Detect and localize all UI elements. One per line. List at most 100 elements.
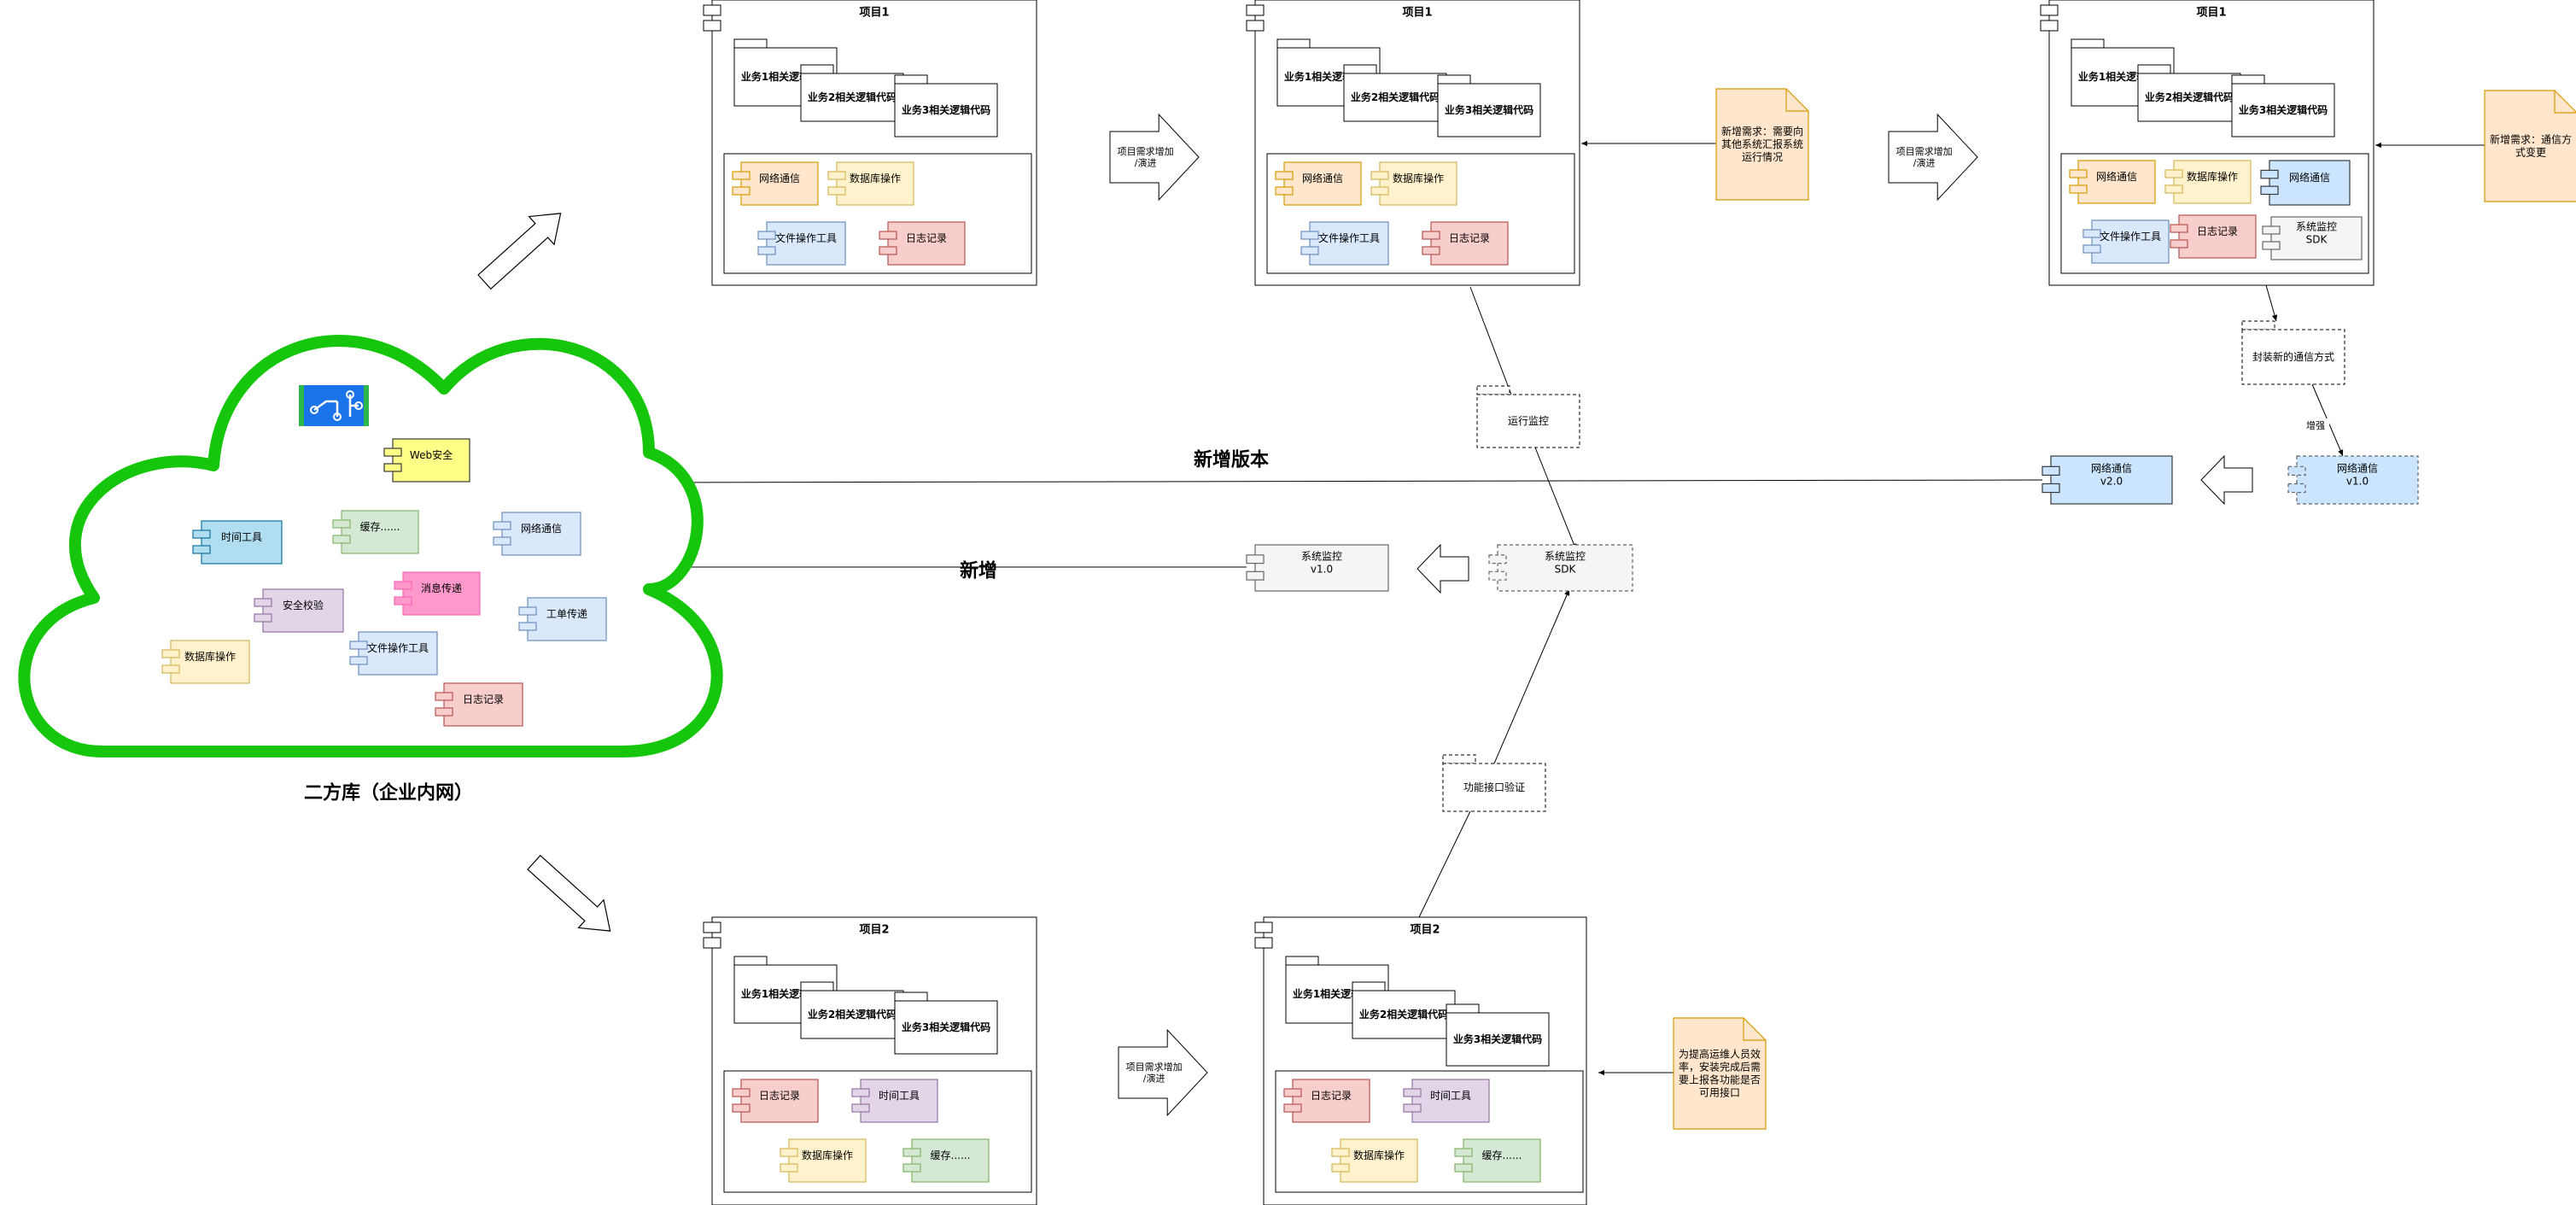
req-arrow-1: 项目需求增加/演进 <box>1109 113 1200 202</box>
cloud-network-body <box>501 512 581 556</box>
p2a-db-port-icon <box>780 1148 798 1157</box>
cloud-time-tool-label: 时间工具 <box>221 531 262 543</box>
project2-stage-b-biz2-body <box>1352 990 1456 1039</box>
cloud-network: 网络通信 <box>493 512 581 556</box>
module-monitor-sdk-body <box>1497 544 1633 592</box>
p2b-log-label: 日志记录 <box>1311 1090 1352 1102</box>
cloud-web-security-port-icon <box>383 463 402 472</box>
project1-stage-c-title: 项目1 <box>2196 7 2226 20</box>
project1-stage-a-biz1-tab <box>733 38 768 49</box>
cloud-log: 日志记录 <box>435 682 523 727</box>
p1a-log-label: 日志记录 <box>906 232 947 244</box>
p1b-file-body <box>1309 221 1389 266</box>
p2b-time-label: 时间工具 <box>1430 1090 1471 1102</box>
cloud-security-check-label: 安全校验 <box>283 599 324 611</box>
project2-stage-a-biz3-body <box>894 1000 998 1055</box>
project1-stage-b-title: 项目1 <box>1402 7 1432 20</box>
p2a-log-label: 日志记录 <box>759 1090 800 1102</box>
req-arrow-1-label: 项目需求增加/演进 <box>1118 145 1174 169</box>
p1b-db-port-icon <box>1370 171 1389 180</box>
p1b-log-port-icon <box>1422 246 1440 255</box>
project1-stage-b-biz2-body <box>1343 73 1447 122</box>
cloud-security-check-body <box>262 588 344 633</box>
p1c-log-label: 日志记录 <box>2197 225 2238 237</box>
p2b-cache: 缓存...... <box>1454 1138 1541 1183</box>
pkg-function-verify-tab <box>1442 754 1476 764</box>
p1a-file-port-icon <box>757 246 776 255</box>
p1c-log-body <box>2178 214 2257 259</box>
p1a-db-port-icon <box>827 171 846 180</box>
cloud-log-port-icon <box>435 707 453 717</box>
project1-stage-c-biz3-body <box>2231 83 2335 137</box>
project1-stage-c-biz3-label: 业务3相关逻辑代码 <box>2239 103 2328 116</box>
cloud-ticket-port-icon <box>518 606 537 616</box>
cloud-security-check-port-icon <box>254 613 272 623</box>
project1-stage-b-biz2: 业务2相关逻辑代码 <box>1343 64 1447 122</box>
project1-stage-b-port-icon <box>1246 20 1265 32</box>
circuit-logo-icon <box>299 385 369 426</box>
cloud-message-port-icon <box>394 596 412 605</box>
p2b-cache-body <box>1463 1138 1541 1183</box>
cloud-time-tool-port-icon <box>192 545 211 554</box>
arrow-monitor-publish <box>1417 543 1469 594</box>
p1c-file-port-icon <box>2082 244 2101 254</box>
cloud-log-port-icon <box>435 692 453 701</box>
project1-stage-a-biz2-tab <box>800 64 834 74</box>
project2-stage-b-title: 项目2 <box>1410 924 1440 937</box>
p2b-log-body <box>1292 1079 1370 1123</box>
pkg-wrap-comm-label: 封装新的通信方式 <box>2252 350 2334 363</box>
project2-stage-a-biz2-label: 业务2相关逻辑代码 <box>808 1008 897 1021</box>
project1-stage-c-biz2-body <box>2137 73 2241 122</box>
cloud-file-tool-body <box>358 631 438 676</box>
project2-stage-b-biz2-tab <box>1352 981 1386 991</box>
p1b-db-label: 数据库操作 <box>1393 172 1444 184</box>
project2-stage-b-biz3: 业务3相关逻辑代码 <box>1446 1003 1550 1067</box>
p1c-db-port-icon <box>2164 169 2183 178</box>
p1a-file: 文件操作工具 <box>757 221 846 266</box>
p2a-log-port-icon <box>732 1088 751 1097</box>
arrow-net-upgrade <box>2200 454 2253 506</box>
cloud-time-tool-body <box>201 520 283 564</box>
p1b-file-label: 文件操作工具 <box>1318 231 1380 244</box>
p2b-db-label: 数据库操作 <box>1353 1149 1405 1161</box>
p2a-db-body <box>788 1138 867 1183</box>
edge-label-new-version: 新增版本 <box>1194 449 1269 471</box>
cloud-file-tool-port-icon <box>349 656 368 665</box>
logo-node <box>354 401 363 410</box>
project1-stage-a-title: 项目1 <box>859 7 889 20</box>
module-monitor-v1-port-icon <box>1246 570 1265 581</box>
cloud-cache: 缓存...... <box>332 510 419 554</box>
p1c-db-body <box>2173 160 2252 204</box>
project1-stage-c-biz3-tab <box>2231 74 2265 85</box>
p2a-db-label: 数据库操作 <box>802 1149 853 1161</box>
p1b-file-port-icon <box>1300 246 1319 255</box>
p1c-file-body <box>2091 219 2170 264</box>
p2a-time-body <box>860 1079 938 1123</box>
p1b-file-port-icon <box>1300 231 1319 240</box>
logo-node <box>346 390 354 399</box>
p1c-network-v2-port-icon <box>2260 185 2279 196</box>
cloud-web-security-body <box>392 438 470 483</box>
p2b-cache-port-icon <box>1454 1148 1473 1157</box>
p1c-monitor-sdk-body <box>2270 216 2363 260</box>
p1a-log-body <box>887 221 966 266</box>
project1-stage-c-port-icon <box>2040 4 2059 16</box>
logo-lines <box>313 395 359 417</box>
edge-runmonitor-to-sdk <box>1534 447 1577 551</box>
project2-stage-b-biz3-label: 业务3相关逻辑代码 <box>1453 1032 1542 1045</box>
p2b-db-body <box>1340 1138 1418 1183</box>
note-ops-requirement-body <box>1673 1017 1767 1130</box>
req-arrow-2-label: 项目需求增加/演进 <box>1896 145 1953 169</box>
cloud-cache-body <box>341 510 419 554</box>
p2a-log-body <box>740 1079 819 1123</box>
note-monitor-requirement: 新增需求：需要向其他系统汇报系统运行情况 <box>1715 88 1809 201</box>
cloud-message-port-icon <box>394 581 412 590</box>
note-ops-requirement-fold <box>1743 1018 1766 1041</box>
project1-stage-c-biz1-tab <box>2071 38 2105 49</box>
p1c-network-port-icon <box>2069 169 2088 178</box>
p2a-cache-body <box>911 1138 990 1183</box>
p1b-network: 网络通信 <box>1275 161 1362 206</box>
